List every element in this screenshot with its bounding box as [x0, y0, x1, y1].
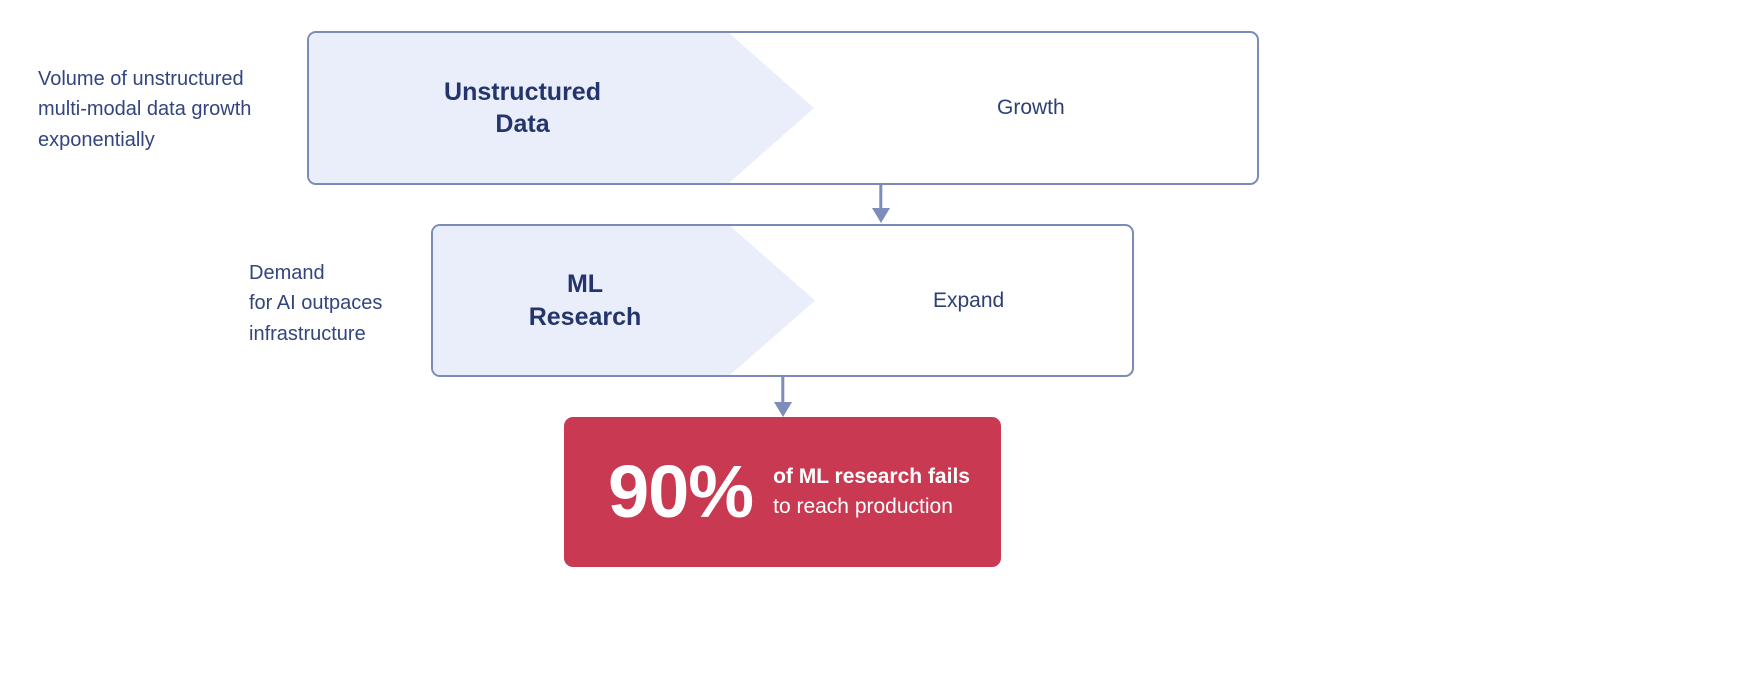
stage-right-label-growth: Growth — [997, 96, 1065, 119]
arrow-head-icon — [872, 208, 890, 223]
arrow-shaft — [879, 185, 883, 211]
connector-arrow-down-2 — [773, 377, 793, 417]
statistic-line-1: of ML research fails — [773, 465, 970, 489]
stage-caption-unstructured-data: Volume of unstructured multi-modal data … — [38, 68, 252, 151]
arrow-head-icon — [774, 402, 792, 417]
flow-box-unstructured-data[interactable]: Unstructured Data Growth — [307, 31, 1259, 185]
arrow-shaft — [781, 377, 785, 405]
connector-arrow-down-1 — [871, 185, 891, 223]
chevron-label-ml-research: ML Research — [528, 270, 642, 331]
chevron-band-ml-research: ML Research — [433, 226, 815, 375]
statistic-value: 90% — [608, 450, 754, 533]
flow-box-ml-research[interactable]: ML Research Expand — [431, 224, 1134, 377]
stage-right-label-expand: Expand — [933, 288, 1005, 312]
statistic-description: of ML research fails to reach production — [773, 462, 970, 522]
statistic-line-2: to reach production — [773, 495, 953, 518]
statistic-callout[interactable]: 90% of ML research fails to reach produc… — [564, 417, 1001, 567]
chevron-band-unstructured-data: Unstructured Data — [309, 33, 814, 183]
chevron-label-unstructured-data: Unstructured Data — [444, 77, 601, 139]
stage-caption-ml-research: Demand for AI outpaces infrastructure — [249, 262, 383, 345]
